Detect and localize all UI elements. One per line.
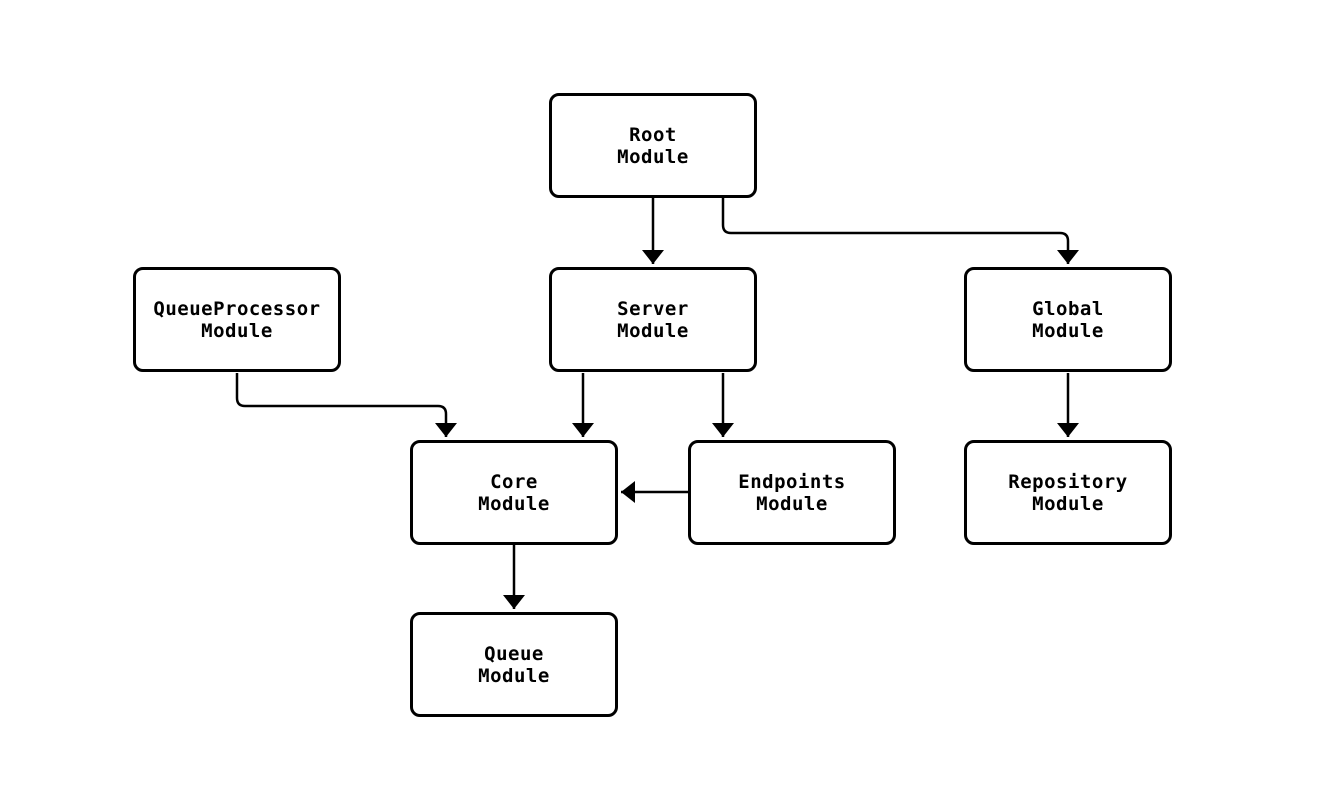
node-label: Queue — [484, 642, 544, 665]
node-sublabel: Module — [478, 492, 550, 515]
node-sublabel: Module — [617, 319, 689, 342]
node-server-module: Server Module — [549, 267, 757, 372]
node-core-module: Core Module — [410, 440, 618, 545]
node-label: Repository — [1008, 470, 1128, 493]
node-label: Root — [629, 123, 677, 146]
node-repository-module: Repository Module — [964, 440, 1172, 545]
node-label: Core — [490, 470, 538, 493]
node-sublabel: Module — [1032, 492, 1104, 515]
node-label: Endpoints — [738, 470, 846, 493]
node-queue-module: Queue Module — [410, 612, 618, 717]
node-sublabel: Module — [478, 664, 550, 687]
edge-root-to-global — [721, 198, 1079, 264]
node-queueprocessor-module: QueueProcessor Module — [133, 267, 341, 372]
node-root-module: Root Module — [549, 93, 757, 198]
node-sublabel: Module — [756, 492, 828, 515]
node-endpoints-module: Endpoints Module — [688, 440, 896, 545]
edge-queueprocessor-to-core — [235, 373, 457, 437]
node-sublabel: Module — [1032, 319, 1104, 342]
node-label: QueueProcessor — [153, 297, 321, 320]
node-label: Server — [617, 297, 689, 320]
node-global-module: Global Module — [964, 267, 1172, 372]
node-sublabel: Module — [617, 145, 689, 168]
node-label: Global — [1032, 297, 1104, 320]
node-sublabel: Module — [201, 319, 273, 342]
